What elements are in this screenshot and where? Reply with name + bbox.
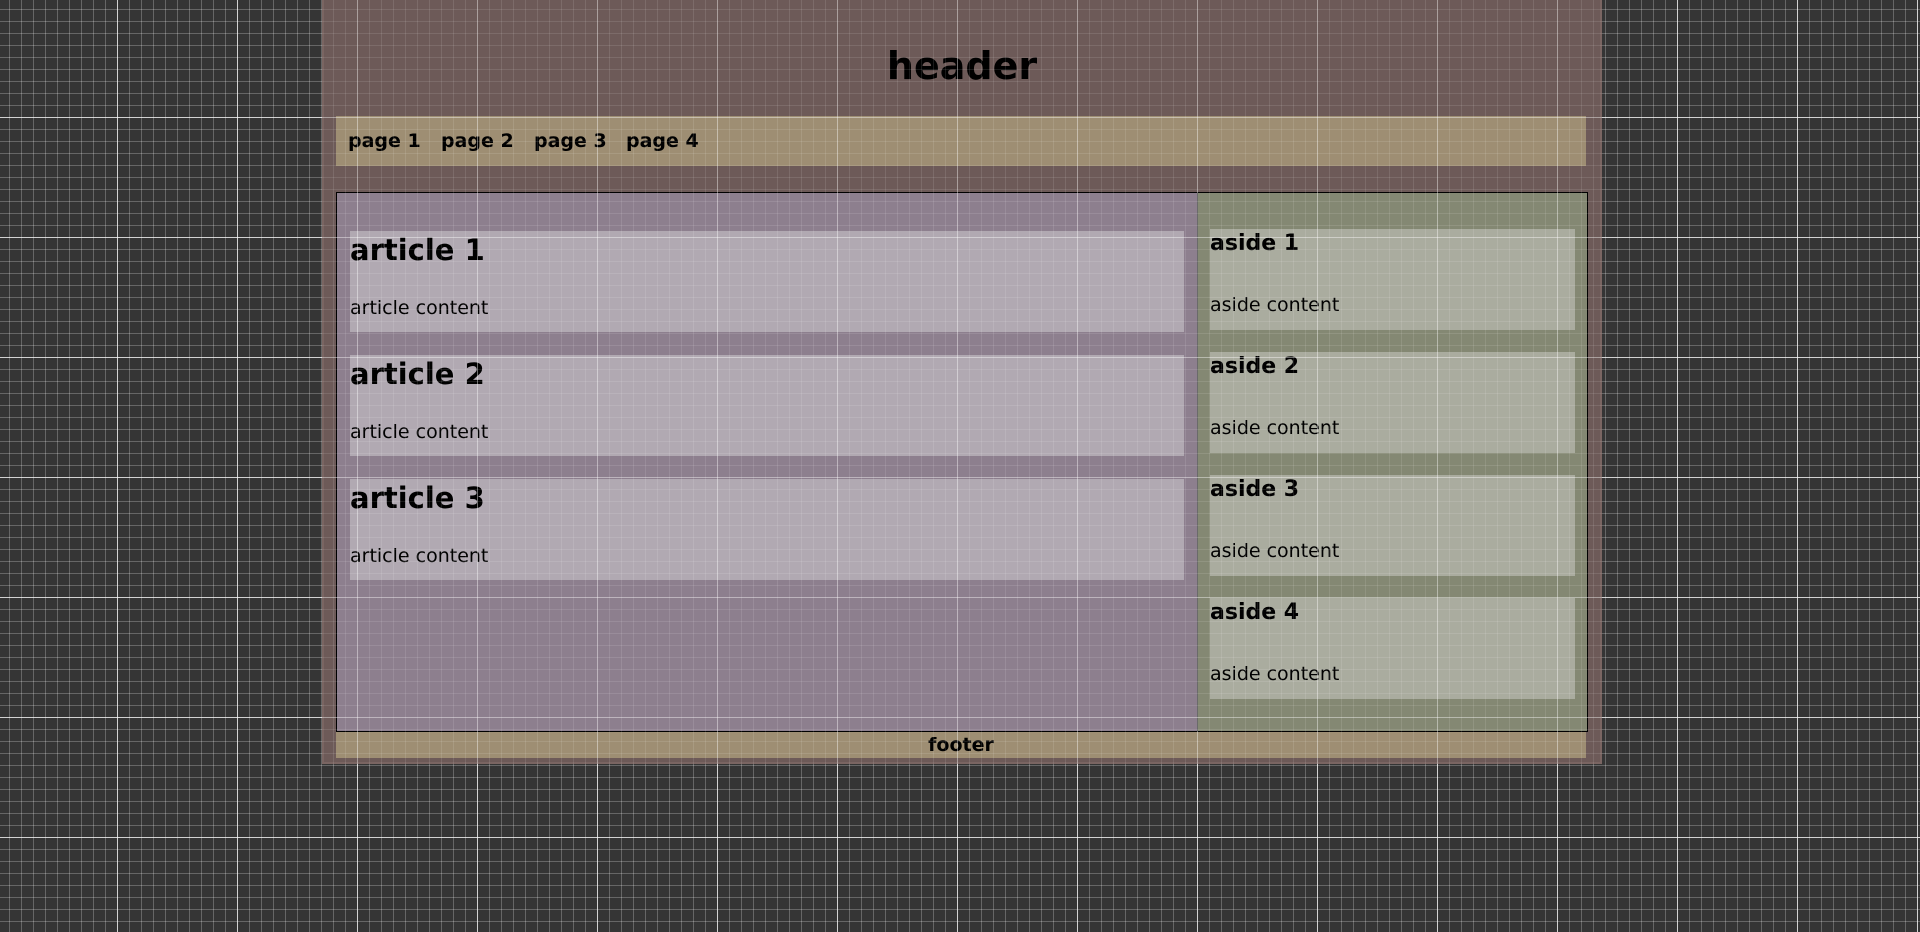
aside-card: aside 3 aside content (1210, 475, 1575, 576)
article-title: article 1 (350, 233, 485, 267)
nav-item-page-1[interactable]: page 1 (348, 130, 421, 152)
article-content: article content (350, 421, 489, 443)
article-content: article content (350, 297, 489, 319)
nav-item-page-4[interactable]: page 4 (626, 130, 699, 152)
site-header: header (324, 0, 1600, 116)
aside-card: aside 2 aside content (1210, 352, 1575, 453)
aside-content: aside content (1210, 663, 1340, 685)
footer-label: footer (928, 734, 994, 756)
nav-item-page-3[interactable]: page 3 (534, 130, 607, 152)
aside-card: aside 4 aside content (1210, 598, 1575, 699)
aside-content: aside content (1210, 294, 1340, 316)
article-title: article 2 (350, 357, 485, 391)
article-title: article 3 (350, 481, 485, 515)
nav-item-page-2[interactable]: page 2 (441, 130, 514, 152)
site-footer: footer (336, 732, 1586, 758)
main-content: article 1 article content article 2 arti… (336, 192, 1199, 732)
aside-card: aside 1 aside content (1210, 229, 1575, 330)
page-container: header page 1 page 2 page 3 page 4 artic… (324, 0, 1600, 762)
aside-title: aside 2 (1210, 354, 1300, 379)
article-card: article 3 article content (350, 479, 1184, 580)
article-card: article 2 article content (350, 355, 1184, 456)
aside-title: aside 4 (1210, 600, 1300, 625)
aside-content: aside content (1210, 417, 1340, 439)
aside-title: aside 1 (1210, 231, 1300, 256)
article-content: article content (350, 545, 489, 567)
article-card: article 1 article content (350, 231, 1184, 332)
aside-content: aside content (1210, 540, 1340, 562)
nav-bar: page 1 page 2 page 3 page 4 (336, 116, 1586, 166)
aside-column: aside 1 aside content aside 2 aside cont… (1197, 192, 1588, 732)
aside-title: aside 3 (1210, 477, 1300, 502)
header-title: header (886, 44, 1038, 88)
